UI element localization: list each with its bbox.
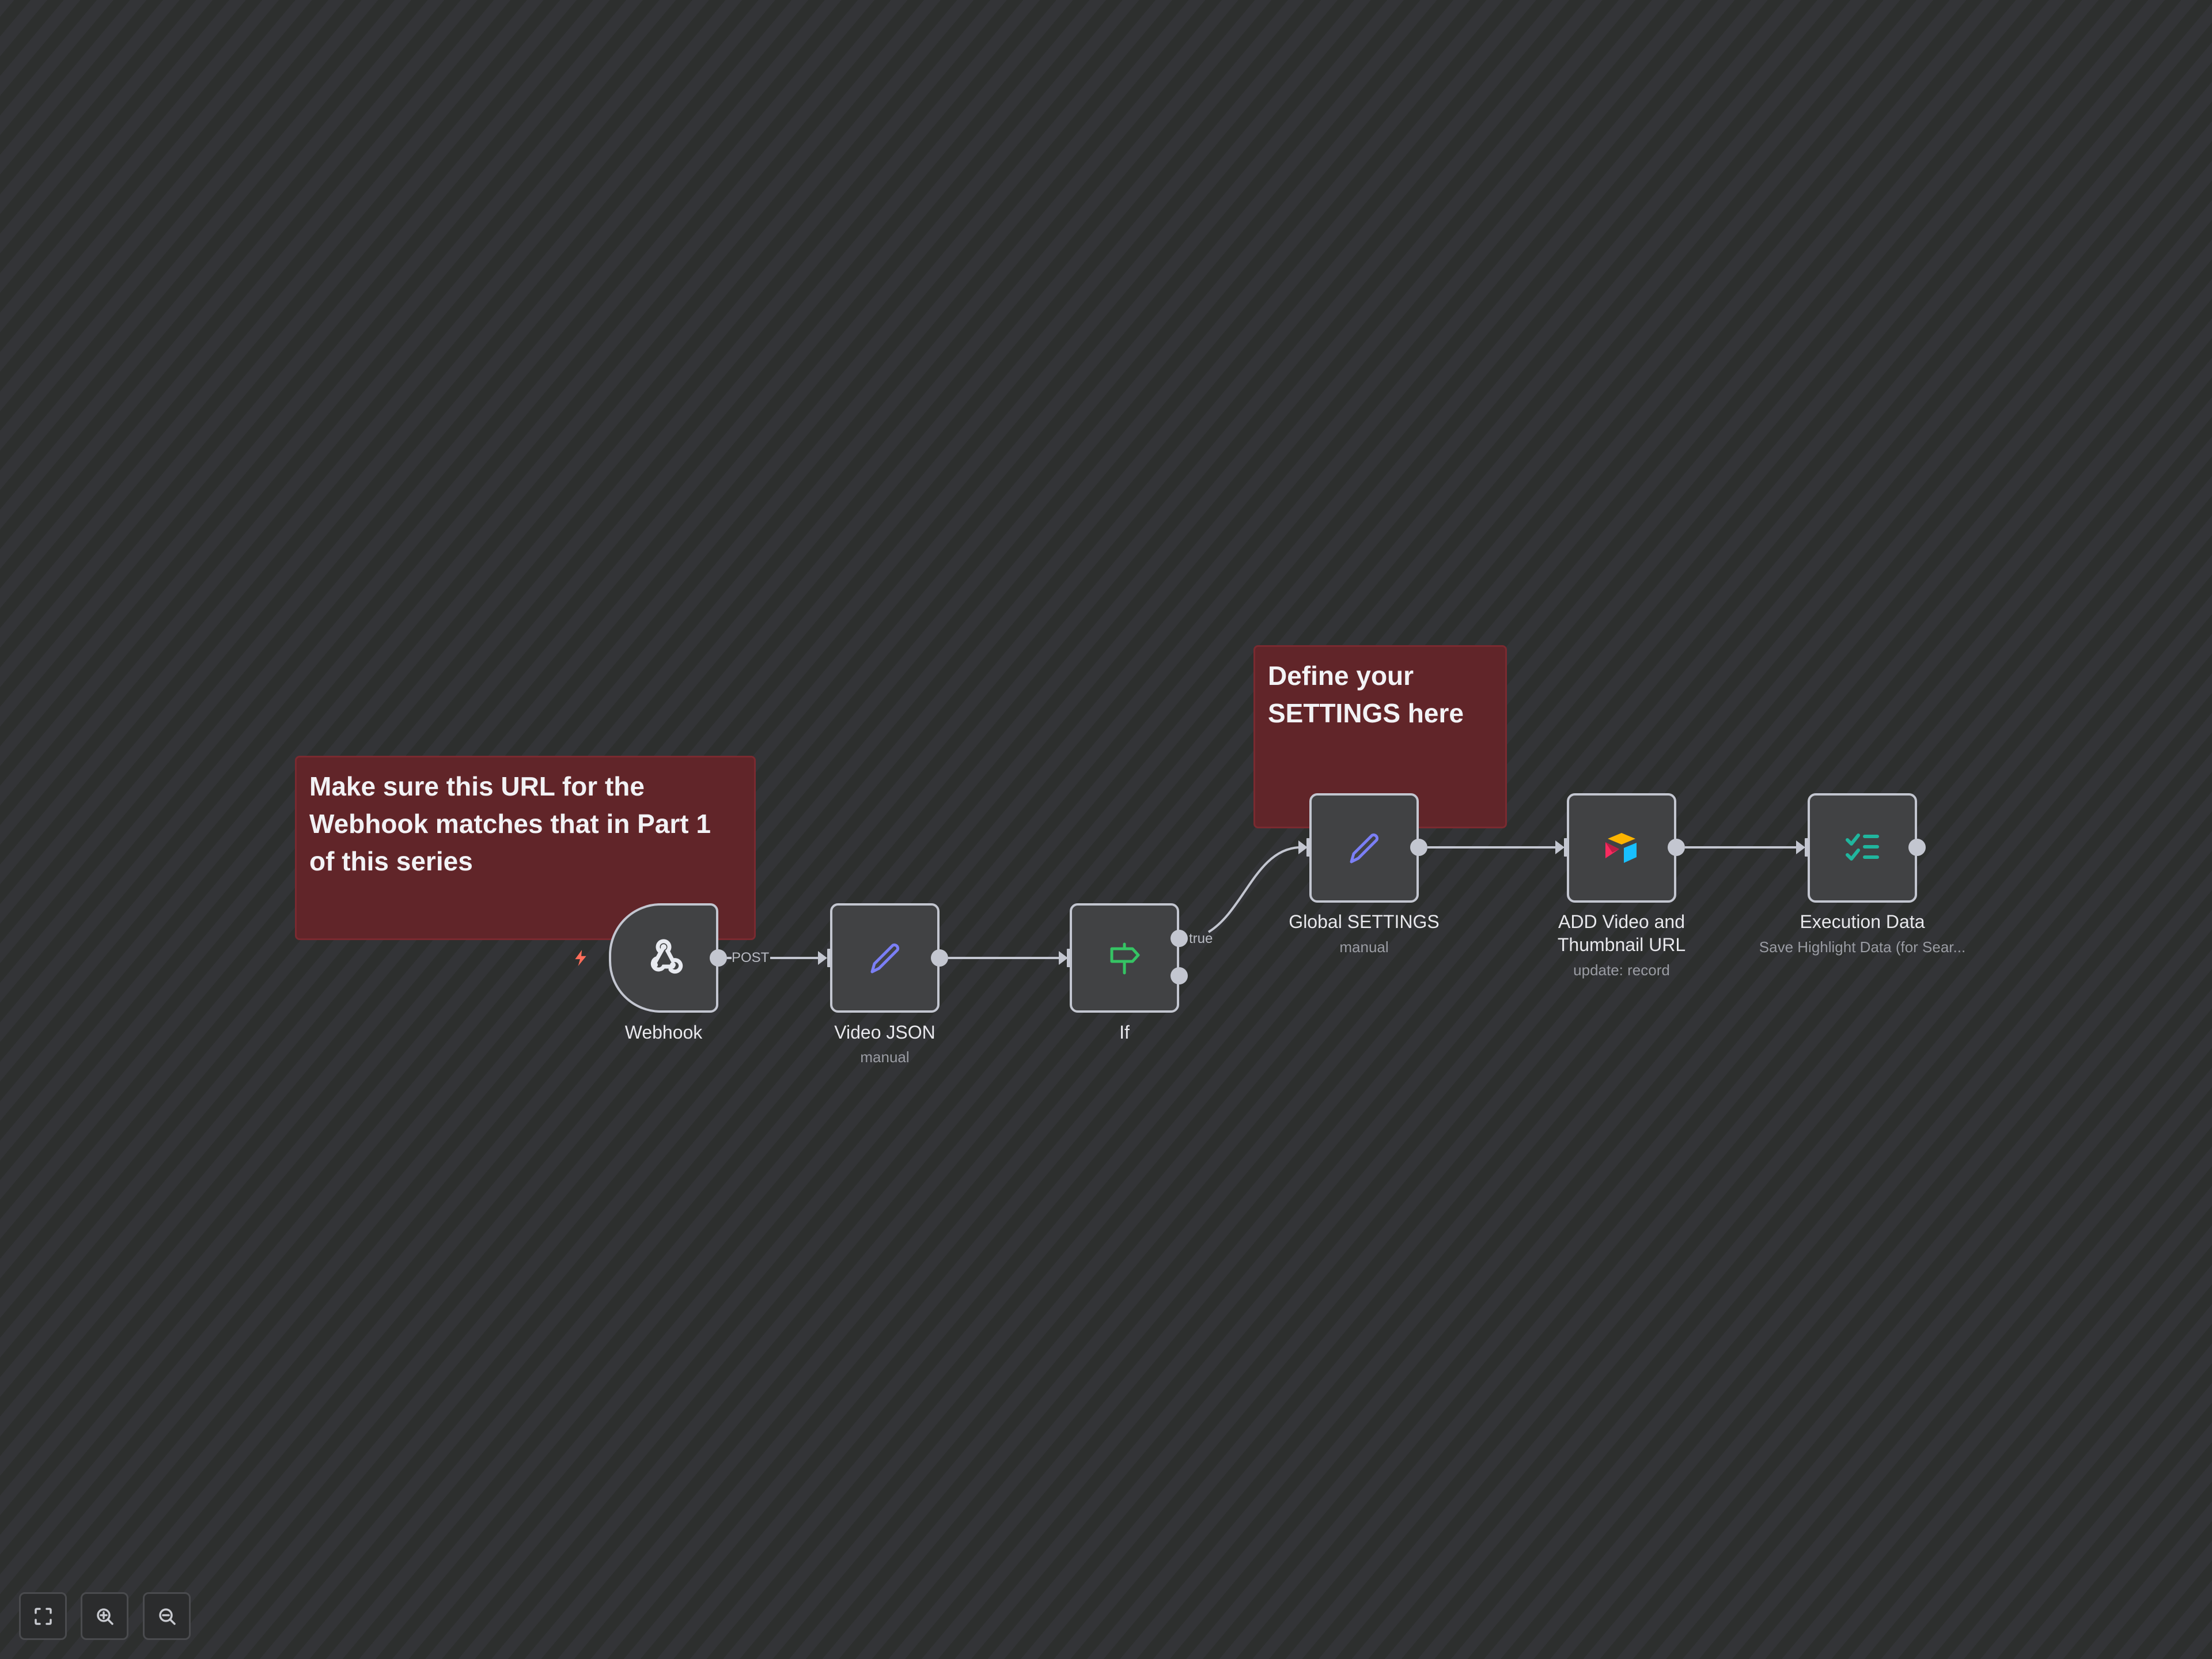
webhook-output-handle[interactable] — [710, 949, 727, 967]
edge-label-true: true — [1189, 931, 1213, 946]
execution-data-output-handle[interactable] — [1908, 839, 1926, 856]
node-global-settings[interactable] — [1309, 793, 1419, 903]
node-label-global-settings: Global SETTINGS — [1289, 911, 1440, 932]
sticky-note-text: Make sure this URL for the Webhook match… — [309, 771, 711, 876]
arrowhead — [1555, 840, 1565, 854]
node-video-json[interactable] — [830, 903, 940, 1013]
checklist-icon — [1846, 834, 1879, 861]
node-execution-data[interactable] — [1808, 793, 1917, 903]
pencil-icon — [870, 943, 900, 974]
airtable-output-handle[interactable] — [1668, 839, 1685, 856]
sticky-note-webhook[interactable]: Make sure this URL for the Webhook match… — [295, 756, 756, 940]
zoom-out-icon — [158, 1608, 176, 1625]
node-subtitle-global-settings: manual — [1339, 938, 1389, 956]
node-label-execution-data: Execution Data — [1800, 911, 1925, 932]
node-subtitle-add-video-thumbnail-url: update: record — [1573, 961, 1670, 979]
webhook-icon — [650, 939, 683, 974]
sticky-note-text: Define your SETTINGS here — [1268, 661, 1464, 728]
node-label-webhook: Webhook — [624, 1022, 703, 1043]
if-true-output-handle[interactable] — [1171, 930, 1188, 947]
fit-view-icon — [34, 1607, 52, 1625]
node-webhook[interactable] — [609, 903, 718, 1013]
node-subtitle-video-json: manual — [860, 1048, 910, 1066]
node-label-if: If — [1119, 1022, 1130, 1043]
zoom-out-button[interactable] — [143, 1592, 191, 1640]
global-settings-output-handle[interactable] — [1410, 839, 1427, 856]
zoom-in-button[interactable] — [81, 1592, 128, 1640]
airtable-icon — [1605, 833, 1637, 863]
signpost-icon — [1110, 942, 1140, 975]
node-label-line: ADD Video and — [1558, 911, 1685, 932]
arrowhead — [1796, 840, 1805, 854]
node-if[interactable] — [1070, 903, 1179, 1013]
pencil-icon — [1350, 833, 1379, 863]
video-json-output-handle[interactable] — [931, 949, 948, 967]
node-add-video-thumbnail-url[interactable] — [1567, 793, 1676, 903]
lightning-icon — [575, 950, 586, 966]
zoom-in-icon — [96, 1608, 113, 1625]
node-label-video-json: Video JSON — [834, 1022, 935, 1043]
node-label-line: Thumbnail URL — [1557, 934, 1686, 955]
sticky-note-settings[interactable]: Define your SETTINGS here — [1253, 645, 1507, 828]
node-subtitle-execution-data: Save Highlight Data (for Sear... — [1759, 938, 1966, 956]
if-false-output-handle[interactable] — [1171, 967, 1188, 984]
node-label-add-video-thumbnail-url: ADD Video and Thumbnail URL — [1501, 910, 1743, 956]
edge-label-post: POST — [732, 950, 770, 965]
arrowhead — [818, 951, 827, 965]
fit-view-button[interactable] — [19, 1592, 67, 1640]
